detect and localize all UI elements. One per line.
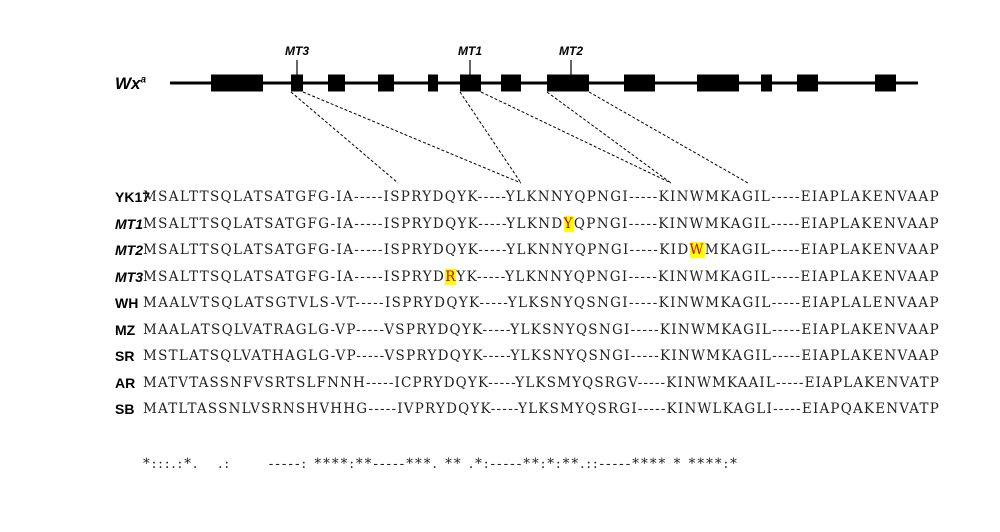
row-label: AR [115,374,136,391]
connector-line [302,91,522,184]
mutation-residue: R [445,268,457,285]
row-label: SB [115,401,135,417]
connector-line [480,91,672,184]
exon-5 [428,74,438,92]
exon-7 [501,74,521,92]
mutation-label: MT3 [285,44,309,58]
row-label: YK17 [115,189,151,205]
sequence-row: MAALVTSQLATSGTVLS-VT-----ISPRYDQYK-----Y… [143,295,940,311]
sequence-row: MATVTASSNFVSRTSLFNNH-----ICPRYDQYK-----Y… [143,374,940,391]
connector-line [546,91,672,184]
exon-9 [624,74,655,92]
mutation-residue: W [689,242,705,258]
connector-line [588,91,749,184]
sequence-row: MATLTASSNLVSRNSHVHHG-----IVPRYDQYK-----Y… [143,401,940,417]
mutation-label: MT2 [559,44,583,58]
consensus-line: *:::.:*. .: -----: ****:**-----***. ** .… [143,456,739,472]
sequence-row: MSALTTSQLATSATGFG-IA-----ISPRYDQYK-----Y… [143,215,940,232]
sequence-row: MSALTTSQLATSATGFG-IA-----ISPRYDQYK-----Y… [143,189,940,205]
row-label: WH [115,295,139,311]
mutation-residue: Y [563,215,574,232]
gene-structure [170,60,918,184]
row-label: MT1 [115,215,143,232]
row-label: MT3 [115,268,143,285]
exon-10 [697,74,739,92]
connector-line [459,91,522,184]
row-label: SR [115,348,135,364]
exon-13 [875,74,896,92]
exon-4 [378,74,394,92]
exon-3 [328,74,345,92]
gene-name: Wxa [115,74,147,93]
sequence-row: MSALTTSQLATSATGFG-IA-----ISPRYDQYK-----Y… [143,242,941,258]
exon-12 [797,74,818,92]
connector-line [290,91,399,184]
mutation-label: MT1 [458,44,482,58]
row-label: MZ [115,321,136,338]
exon-11 [761,74,772,92]
exon-1 [211,74,263,92]
sequence-row: MSTLATSQLVATHAGLG-VP-----VSPRYDQYK-----Y… [143,348,940,364]
sequence-row: MAALATSQLVATRAGLG-VP-----VSPRYDQYK-----Y… [143,321,940,338]
exon-8 [547,74,589,92]
sequence-row: MSALTTSQLATSATGFG-IA-----ISPRYDRYK-----Y… [143,268,940,285]
row-label: MT2 [115,242,143,258]
